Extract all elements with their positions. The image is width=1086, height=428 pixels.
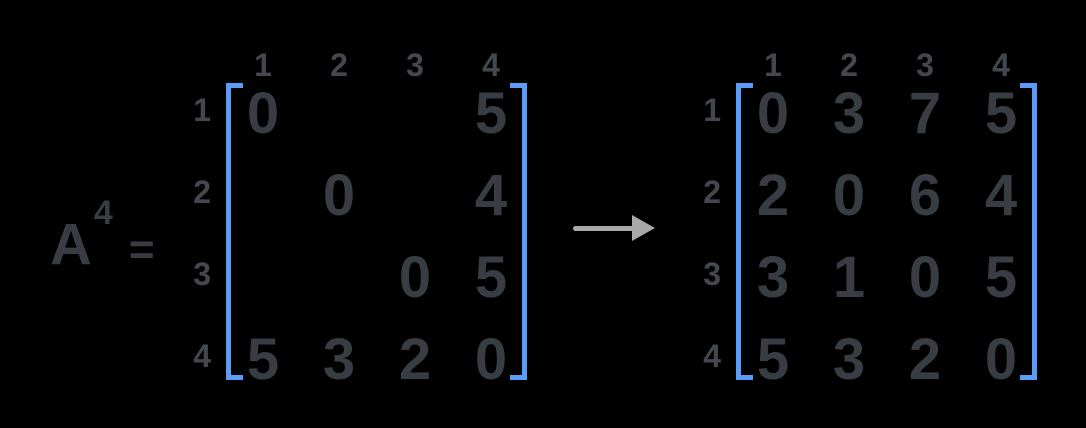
matrix-entry: 3 [832,81,866,146]
matrix-label: A4 = [50,194,155,279]
matrix-entry: 0 [832,163,866,228]
matrix-entry: 0 [756,81,790,146]
row-index: 4 [703,338,721,374]
matrix-entry: 5 [756,327,790,392]
matrix-entry: 4 [474,163,508,228]
column-index: 2 [840,47,858,83]
column-index: 2 [330,47,348,83]
matrix-entry: 3 [756,245,790,310]
row-index: 2 [703,174,721,210]
matrix-entry: 4 [984,163,1018,228]
column-index: 3 [916,47,934,83]
matrix-entry: 5 [246,327,280,392]
matrix-entry: 3 [322,327,356,392]
row-index: 4 [193,338,211,374]
column-index: 1 [254,47,272,83]
matrix-entry: 6 [908,163,942,228]
right-arrow-icon [573,215,655,241]
matrix-entry: 5 [984,81,1018,146]
arrow-shaft [573,226,637,231]
matrix-entry: 0 [322,163,356,228]
matrix-entry: 0 [908,245,942,310]
matrix-entry: 0 [398,245,432,310]
matrix-exponent: 4 [93,194,113,232]
row-index: 3 [703,256,721,292]
corner-spacer [180,45,225,85]
column-index: 4 [482,47,500,83]
matrix-entry: 3 [832,327,866,392]
matrix-entry: 5 [474,81,508,146]
left-bracket [226,83,243,380]
row-index: 1 [193,92,211,128]
matrix-entry-empty [301,85,377,167]
matrix-entry: 2 [756,163,790,228]
matrix-entry: 2 [398,327,432,392]
matrix-entry-empty [377,167,453,249]
row-index: 3 [193,256,211,292]
row-index: 2 [193,174,211,210]
matrix-entry-empty [377,85,453,167]
matrix-entry: 5 [474,245,508,310]
right-bracket [510,83,527,380]
matrix-entry: 0 [474,327,508,392]
left-bracket [736,83,753,380]
column-index: 1 [764,47,782,83]
matrix-entry: 2 [908,327,942,392]
equals-sign: = [128,225,155,275]
matrix-entry-empty [301,249,377,331]
matrix-entry: 1 [832,245,866,310]
column-index: 4 [992,47,1010,83]
matrix-entry: 0 [246,81,280,146]
matrix-entry: 7 [908,81,942,146]
row-index: 1 [703,92,721,128]
matrix-symbol: A [50,212,92,278]
matrix-entry: 5 [984,245,1018,310]
right-bracket [1020,83,1037,380]
matrix-entry: 0 [984,327,1018,392]
arrow-head [632,215,655,241]
corner-spacer [690,45,735,85]
column-index: 3 [406,47,424,83]
